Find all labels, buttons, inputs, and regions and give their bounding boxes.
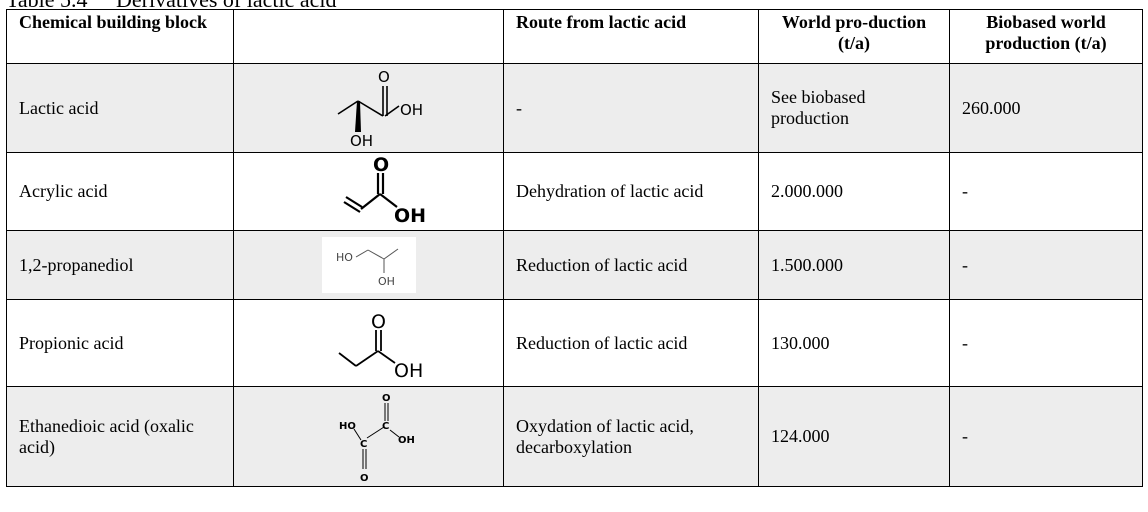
cell-biobased-production: -: [949, 152, 1143, 231]
cell-world-production: 2.000.000: [758, 152, 950, 231]
atom-label: C: [382, 421, 389, 432]
cell-route: Reduction of lactic acid: [503, 299, 759, 387]
propanediol-structure: HO OH: [233, 230, 504, 300]
propionic-acid-structure: O OH: [233, 299, 504, 387]
table-title: Derivatives of lactic acid: [116, 0, 337, 12]
table-row: Ethanedioic acid (oxalic acid) HO O C OH…: [6, 386, 1143, 487]
cell-route: Oxydation of lactic acid, decarboxylatio…: [503, 386, 759, 487]
lactic-acid-structure-drawing: O OH OH: [337, 68, 423, 150]
cell-name: Acrylic acid: [6, 152, 234, 231]
cell-route: Reduction of lactic acid: [503, 230, 759, 300]
cell-world-production: 124.000: [758, 386, 950, 487]
table-row: 1,2-propanediol HO OH Reduction of lacti…: [6, 230, 1143, 300]
cell-biobased-production: -: [949, 230, 1143, 300]
table-header-row: Chemical building block Route from lacti…: [6, 9, 1143, 64]
cell-name: Ethanedioic acid (oxalic acid): [6, 386, 234, 487]
table-number: Table 5.4: [6, 0, 116, 11]
atom-label: OH: [400, 101, 423, 119]
cell-world-production: 130.000: [758, 299, 950, 387]
header-world-production: World pro-duction (t/a): [758, 9, 950, 64]
propanediol-structure-drawing: HO OH: [321, 237, 416, 293]
table-row: Propionic acid O OH Reduction of lactic …: [6, 299, 1143, 387]
acrylic-acid-structure: O OH: [233, 152, 504, 231]
atom-label: OH: [378, 275, 395, 288]
atom-label: HO: [339, 421, 356, 432]
atom-label: OH: [394, 360, 423, 382]
cell-world-production: 1.500.000: [758, 230, 950, 300]
header-building-block: Chemical building block: [6, 9, 234, 64]
header-route: Route from lactic acid: [503, 9, 759, 64]
cell-biobased-production: 260.000: [949, 63, 1143, 153]
cell-biobased-production: -: [949, 386, 1143, 487]
header-biobased-production: Biobased world production (t/a): [949, 9, 1143, 64]
cell-name: Propionic acid: [6, 299, 234, 387]
cell-name: 1,2-propanediol: [6, 230, 234, 300]
oxalic-acid-structure: HO O C OH C O: [233, 386, 504, 487]
cell-world-production: See biobased production: [758, 63, 950, 153]
atom-label: O: [378, 68, 390, 86]
derivatives-table: Chemical building block Route from lacti…: [6, 9, 1143, 487]
propionic-acid-structure-drawing: O OH: [337, 311, 423, 382]
atom-label: O: [373, 156, 389, 176]
table-caption: Table 5.4Derivatives of lactic acid: [6, 0, 337, 11]
header-structure: [233, 9, 504, 64]
cell-biobased-production: -: [949, 299, 1143, 387]
atom-label: O: [371, 311, 386, 333]
atom-label: HO: [336, 251, 353, 264]
atom-label: OH: [398, 435, 415, 446]
acrylic-acid-structure-drawing: O OH: [342, 156, 426, 227]
table-row: Lactic acid O OH OH - See biobased produ…: [6, 63, 1143, 153]
cell-route: -: [503, 63, 759, 153]
atom-label: O: [382, 393, 391, 404]
lactic-acid-structure: O OH OH: [233, 63, 504, 153]
atom-label: OH: [350, 132, 373, 150]
oxalic-acid-structure-drawing: HO O C OH C O: [339, 393, 415, 484]
atom-label: OH: [394, 205, 426, 227]
cell-route: Dehydration of lactic acid: [503, 152, 759, 231]
atom-label: C: [360, 439, 367, 450]
cell-name: Lactic acid: [6, 63, 234, 153]
table-row: Acrylic acid O OH Dehydration of lactic …: [6, 152, 1143, 231]
atom-label: O: [360, 473, 369, 484]
